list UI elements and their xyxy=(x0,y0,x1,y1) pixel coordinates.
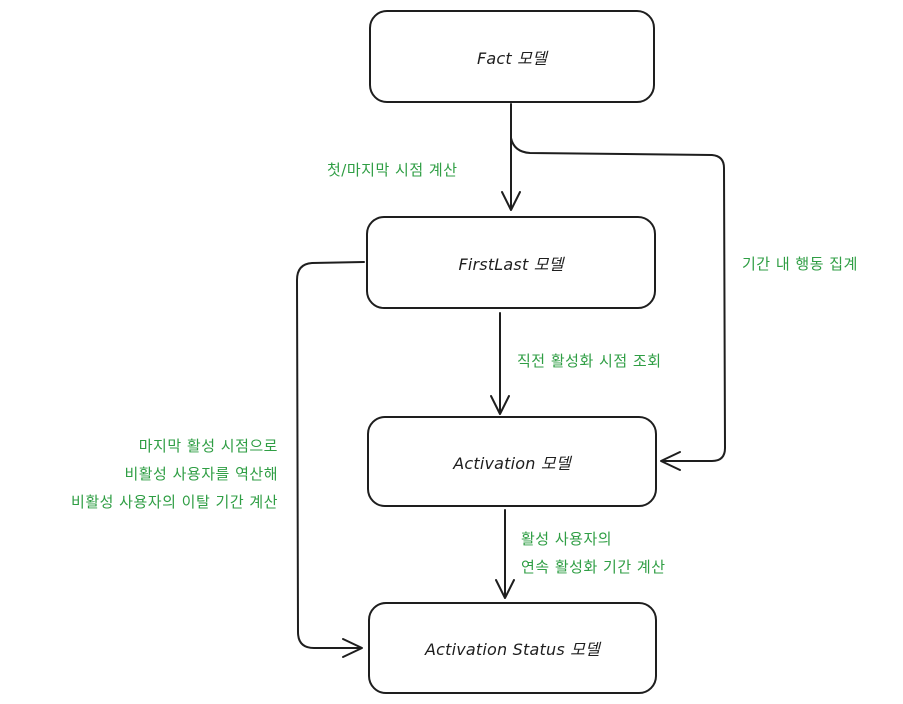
arrow-fact-to-activation xyxy=(510,137,726,462)
edge-label-line: 비활성 사용자를 역산해 xyxy=(124,465,278,483)
fact-model-node: Fact 모델 xyxy=(369,10,655,103)
edge-label-line: 비활성 사용자의 이탈 기간 계산 xyxy=(71,493,278,511)
activation-model-node: Activation 모델 xyxy=(367,416,657,507)
firstlast-model-node: FirstLast 모델 xyxy=(366,216,656,309)
edge-label-firstlast-to-status: 마지막 활성 시점으로 비활성 사용자를 역산해 비활성 사용자의 이탈 기간 … xyxy=(71,432,278,516)
arrowhead-fact-to-firstlast xyxy=(501,191,521,211)
edge-label-activation-to-status: 활성 사용자의 연속 활성화 기간 계산 xyxy=(521,525,666,581)
edge-label-line: 연속 활성화 기간 계산 xyxy=(521,558,666,576)
arrowhead-fact-to-activation xyxy=(660,451,681,471)
arrow-firstlast-to-status xyxy=(296,261,365,649)
activation-status-model-node: Activation Status 모델 xyxy=(368,602,657,694)
edge-label-line: 활성 사용자의 xyxy=(521,530,613,548)
edge-label-fact-to-firstlast: 첫/마지막 시점 계산 xyxy=(327,161,458,179)
edge-label-line: 마지막 활성 시점으로 xyxy=(138,437,278,455)
edge-label-fact-to-activation: 기간 내 행동 집계 xyxy=(742,255,858,273)
arrowhead-firstlast-to-status xyxy=(342,638,363,658)
edge-label-firstlast-to-activation: 직전 활성화 시점 조회 xyxy=(517,352,662,370)
arrowhead-firstlast-to-activation xyxy=(490,395,510,415)
arrowhead-activation-to-status xyxy=(495,579,515,599)
